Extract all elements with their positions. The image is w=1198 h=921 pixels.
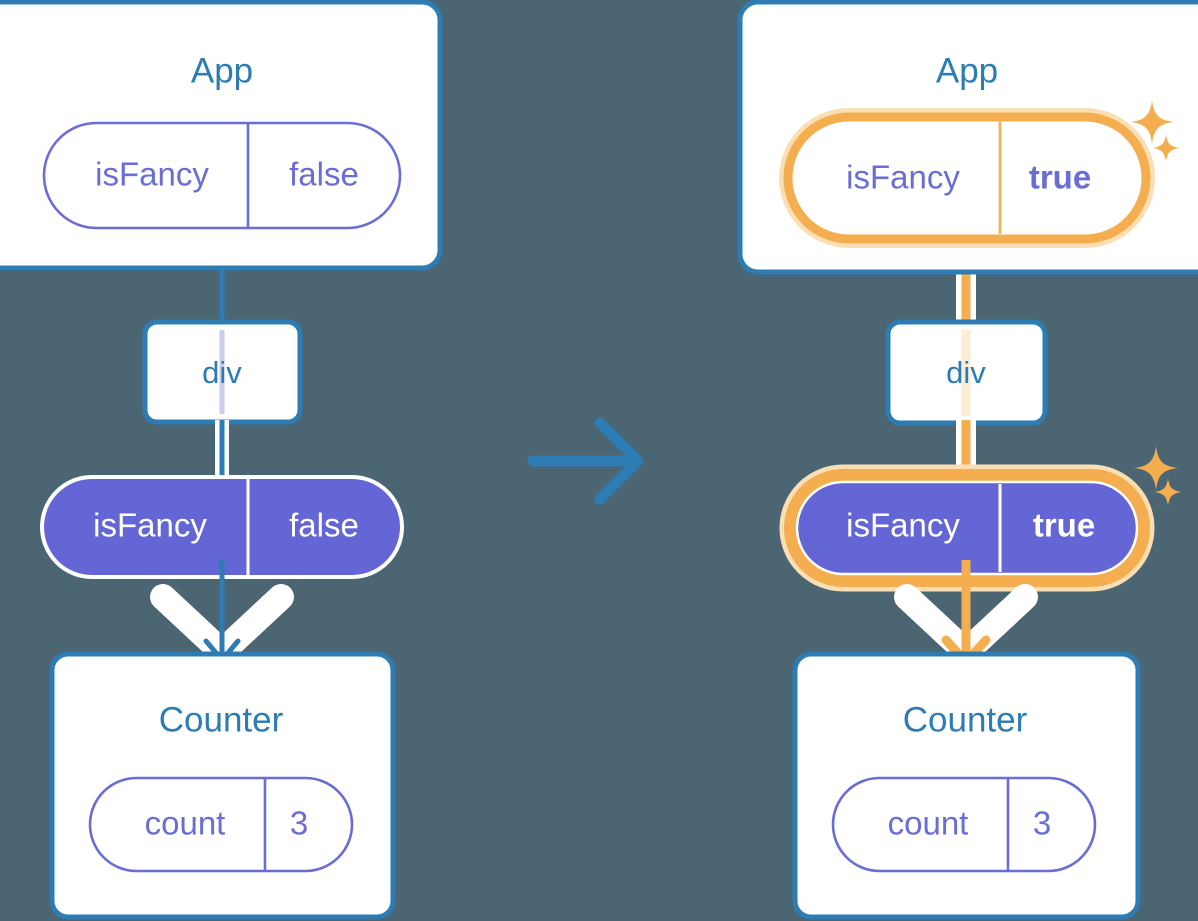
pill-value-label: true bbox=[1033, 507, 1095, 544]
state-pill-count-before: count 3 bbox=[88, 776, 354, 873]
pill-value-label: 3 bbox=[1033, 805, 1051, 842]
state-pill-isfancy-app-before: isFancy false bbox=[42, 121, 402, 230]
highlight-ring bbox=[783, 112, 1151, 244]
element-title-div-before: div bbox=[202, 355, 242, 390]
state-pill-isfancy-app-after: isFancy true bbox=[779, 108, 1155, 248]
sparkle-icon bbox=[1154, 478, 1182, 506]
arrow-right-icon bbox=[527, 417, 644, 505]
pill-body bbox=[42, 121, 402, 230]
component-title-app-after: App bbox=[936, 51, 998, 90]
panel-after: App isFancy true div bbox=[737, 0, 1198, 920]
pill-key-label: count bbox=[888, 805, 969, 842]
pill-key-label: count bbox=[145, 805, 226, 842]
pill-key-label: isFancy bbox=[93, 507, 207, 544]
pill-key-label: isFancy bbox=[95, 156, 209, 193]
pill-body bbox=[88, 776, 354, 873]
pill-value-label: false bbox=[289, 507, 359, 544]
pill-value-label: true bbox=[1029, 159, 1091, 196]
pill-key-label: isFancy bbox=[846, 507, 960, 544]
pill-key-label: isFancy bbox=[846, 159, 960, 196]
panel-before: App isFancy false div isFancy bbox=[0, 0, 443, 920]
sparkle-icon bbox=[1134, 446, 1178, 490]
component-title-counter-before: Counter bbox=[159, 700, 284, 739]
component-title-counter-after: Counter bbox=[903, 700, 1028, 739]
pill-value-label: false bbox=[289, 156, 359, 193]
pill-value-label: 3 bbox=[290, 805, 308, 842]
state-pill-count-after: count 3 bbox=[831, 776, 1097, 873]
element-title-div-after: div bbox=[946, 355, 986, 390]
component-title-app-before: App bbox=[191, 51, 253, 90]
props-pill-isfancy-after: isFancy true bbox=[779, 464, 1155, 592]
pill-body bbox=[831, 776, 1097, 873]
